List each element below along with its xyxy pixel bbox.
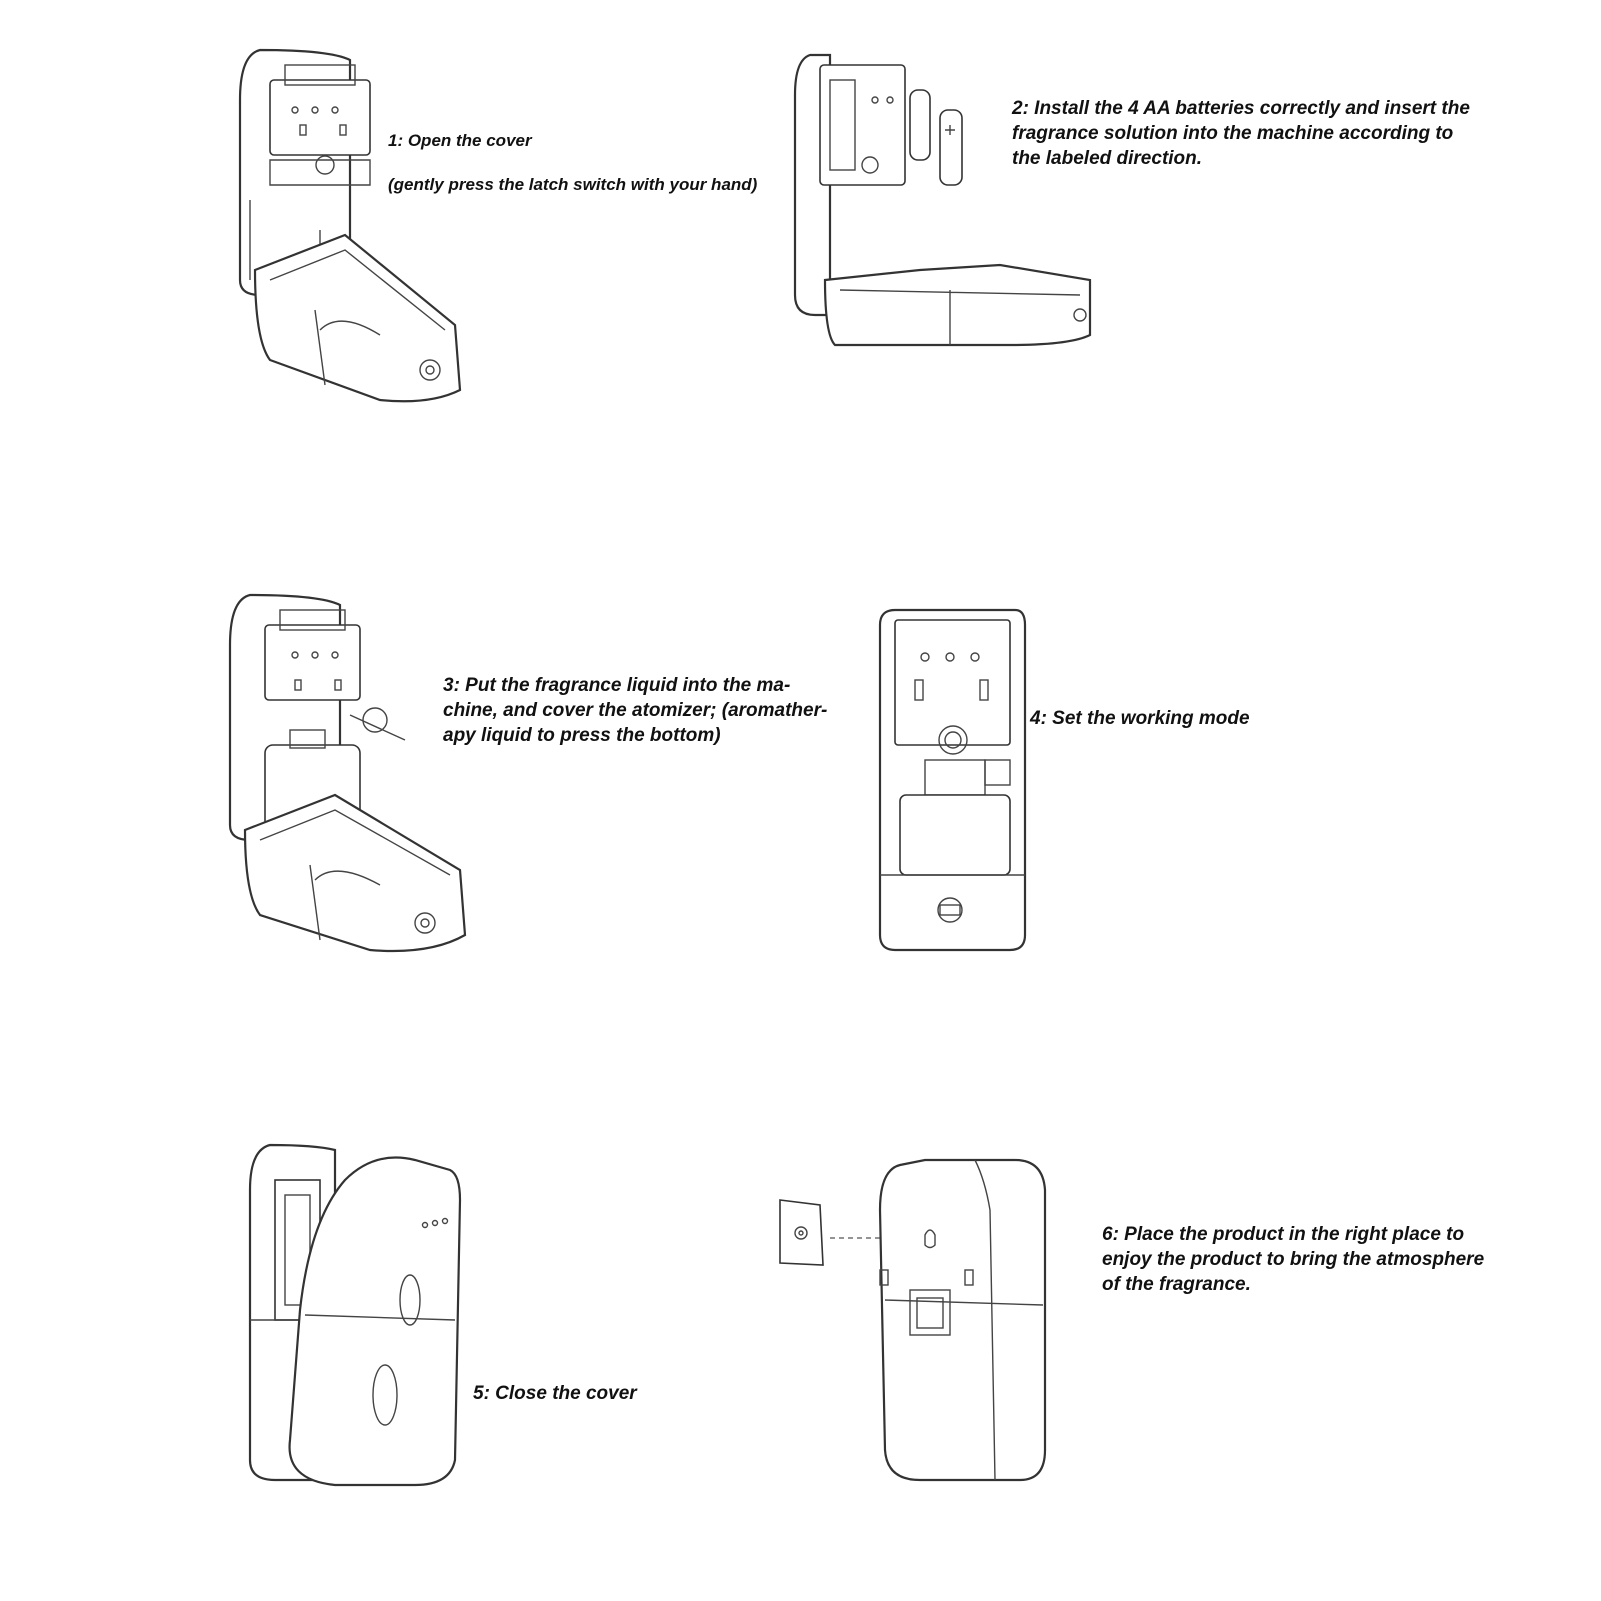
step-5-illustration xyxy=(248,1143,462,1487)
step-1-title: 1: Open the cover xyxy=(388,131,532,150)
step-2-caption: 2: Install the 4 AA batteries correctly … xyxy=(1012,98,1470,169)
step-4-caption: 4: Set the working mode xyxy=(1030,708,1250,729)
step-6-illustration xyxy=(779,1158,1047,1482)
step-3-illustration xyxy=(228,593,467,953)
step-1-subtitle: (gently press the latch switch with your… xyxy=(388,175,758,194)
step-3-caption: 3: Put the fragrance liquid into the ma-… xyxy=(443,675,828,746)
step-1-caption: 1: Open the cover (gently press the latc… xyxy=(388,108,757,218)
step-6-caption: 6: Place the product in the right place … xyxy=(1102,1224,1485,1295)
step-5-caption: 5: Close the cover xyxy=(473,1383,637,1404)
step-4-illustration xyxy=(878,608,1027,952)
step-2-illustration xyxy=(793,53,1092,347)
step-1-illustration xyxy=(238,48,462,403)
